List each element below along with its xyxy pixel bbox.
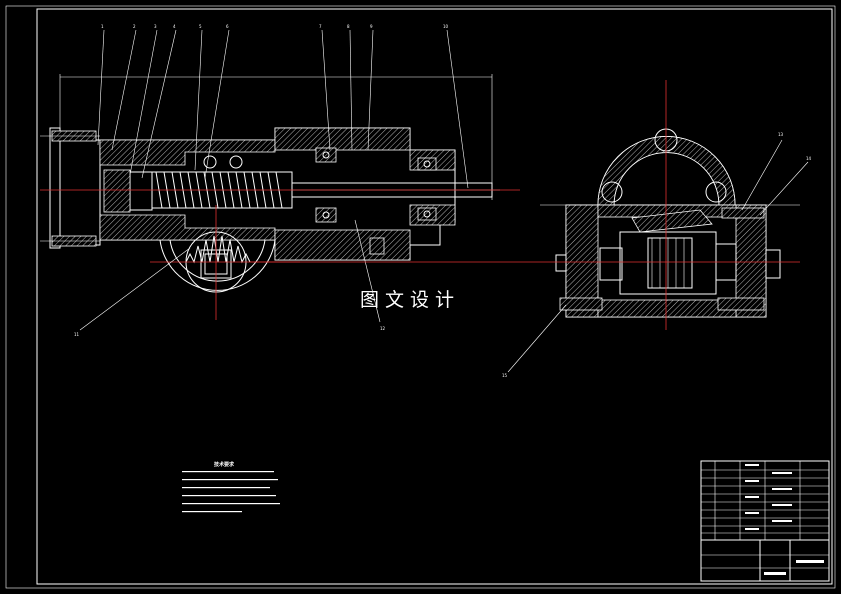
watermark: 图文设计 (360, 289, 460, 311)
technical-notes: 技术要求 (182, 461, 280, 513)
balloon-4: 4 (173, 24, 176, 29)
balloon-5: 5 (199, 24, 202, 29)
balloon-7: 7 (319, 24, 322, 29)
balloon-1: 1 (101, 24, 104, 29)
tech-notes-title: 技术要求 (214, 461, 235, 468)
balloon-15: 15 (502, 373, 508, 378)
leader-lines-left (79, 29, 469, 331)
balloon-12: 12 (380, 326, 386, 331)
balloon-10: 10 (443, 24, 449, 29)
title-block (700, 460, 830, 582)
balloon-3: 3 (154, 24, 157, 29)
drawing-frame (5, 5, 836, 589)
main-section-view (40, 74, 520, 320)
balloon-8: 8 (347, 24, 350, 29)
balloon-14: 14 (806, 156, 812, 161)
balloon-11: 11 (74, 332, 80, 337)
balloon-13: 13 (778, 132, 784, 137)
side-view (250, 80, 809, 373)
balloon-labels: 1 2 3 4 5 6 7 8 9 10 11 12 13 14 15 (74, 24, 812, 378)
balloon-2: 2 (133, 24, 136, 29)
balloon-6: 6 (226, 24, 229, 29)
balloon-9: 9 (370, 24, 373, 29)
